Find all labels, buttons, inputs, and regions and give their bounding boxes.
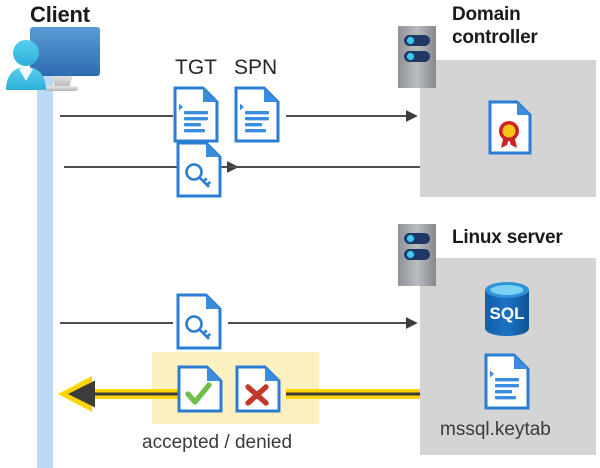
document-icon-keytab <box>484 353 530 410</box>
flow-linux-to-client-result <box>58 376 420 412</box>
sql-database-icon: SQL <box>485 282 529 336</box>
client-lifeline <box>37 72 53 468</box>
label-tgt: TGT <box>175 56 217 79</box>
label-accepted-denied: accepted / denied <box>142 432 293 453</box>
document-x-icon <box>235 365 281 413</box>
domain-controller-title: Domain controller <box>452 3 592 49</box>
client-icon <box>6 27 100 91</box>
linux-server-title: Linux server <box>452 227 563 248</box>
document-icon-tgt <box>173 86 219 143</box>
server-tower-icon-linux <box>398 224 436 286</box>
document-key-icon-ticket-1 <box>176 141 222 198</box>
label-mssql-keytab: mssql.keytab <box>440 419 551 440</box>
client-title: Client <box>30 2 90 27</box>
domain-controller-title-line1: Domain <box>452 4 521 25</box>
certificate-document-icon <box>488 100 532 155</box>
document-icon-spn <box>234 86 280 143</box>
document-check-icon <box>177 365 223 413</box>
svg-text:SQL: SQL <box>490 304 525 323</box>
domain-controller-title-line2: controller <box>452 27 538 48</box>
document-key-icon-ticket-2 <box>176 293 222 350</box>
server-tower-icon-dc <box>398 26 436 88</box>
label-spn: SPN <box>234 56 278 79</box>
